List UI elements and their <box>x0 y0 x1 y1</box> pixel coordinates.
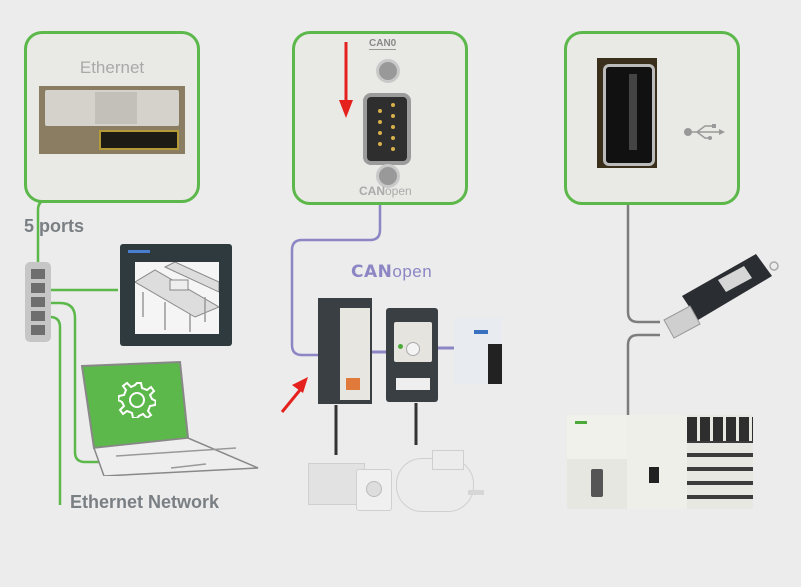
hmi-touch-panel <box>120 244 232 346</box>
canopen-panel-logo: CANopen <box>359 184 412 198</box>
servo-drive <box>318 298 372 404</box>
ethernet-switch <box>25 262 51 342</box>
gear-icon <box>118 381 156 418</box>
io-module <box>454 318 502 384</box>
arrow-down-icon <box>339 42 353 118</box>
modular-controller <box>567 405 753 509</box>
switch-port-2 <box>31 283 45 293</box>
canopen-port-panel: CAN0 CANopen <box>292 31 468 205</box>
switch-port-5 <box>31 325 45 335</box>
can0-port-label: CAN0 <box>369 38 397 50</box>
laptop <box>80 360 259 476</box>
usb-port-icon <box>597 58 657 168</box>
controller-usb-port <box>649 467 659 483</box>
screw-icon <box>376 164 400 188</box>
usb-port-panel <box>564 31 740 205</box>
servo-motor <box>308 455 392 517</box>
switch-port-1 <box>31 269 45 279</box>
canopen-bus-wire <box>290 170 382 357</box>
screw-icon <box>376 59 400 83</box>
asynchronous-motor <box>392 444 488 520</box>
switch-port-4 <box>31 311 45 321</box>
ethernet-network-label: Ethernet Network <box>70 492 220 512</box>
switch-ports-label: 5 ports <box>24 216 85 236</box>
usb-port-to-drive-wire <box>626 165 660 324</box>
controller-middle <box>627 415 693 509</box>
ethernet-port-panel: Ethernet <box>24 31 200 203</box>
switch-port-3 <box>31 297 45 307</box>
usb-symbol-icon <box>684 124 725 140</box>
hmi-screen <box>134 261 221 334</box>
arrow-up-right-icon <box>280 377 308 413</box>
canopen-bus-label: CANopen <box>351 262 433 282</box>
db9-connector-icon <box>363 93 411 165</box>
variable-speed-drive <box>386 308 438 402</box>
ethernet-port-label: Ethernet <box>79 58 145 77</box>
controller-serial-port <box>567 459 627 509</box>
ethernet-laptop-wire <box>38 301 112 464</box>
usb-flash-drive <box>663 254 779 339</box>
ethernet-port-icon <box>39 86 185 154</box>
